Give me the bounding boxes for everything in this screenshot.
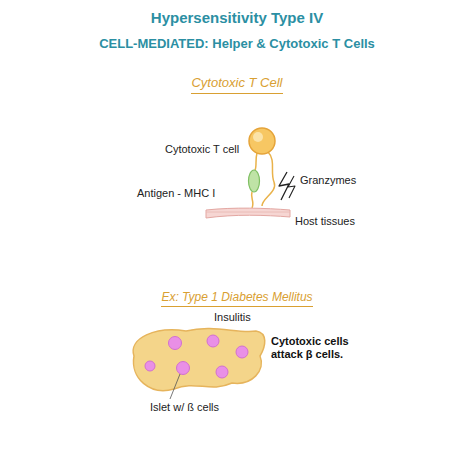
part-label: Cytotoxic T cell: [165, 143, 239, 156]
t-cell-receptor: [249, 170, 260, 192]
part-label: Granzymes: [300, 174, 356, 187]
tcr-strand: [262, 152, 275, 206]
tissue-line: [206, 212, 290, 213]
leader-line: [170, 374, 180, 399]
section-heading: Ex: Type 1 Diabetes Mellitus: [161, 290, 312, 307]
cell-stalk: [255, 153, 257, 170]
host-tissue-band: [206, 208, 290, 218]
title: Hypersensitivity Type IV: [151, 9, 323, 27]
subtitle: CELL-MEDIATED: Helper & Cytotoxic T Cell…: [99, 36, 375, 52]
cell-highlight: [253, 132, 263, 142]
part-label: Host tissues: [295, 215, 355, 228]
section-heading: Cytotoxic T Cell: [191, 75, 282, 94]
mhc-stalk: [252, 192, 253, 208]
cytotoxic-t-cell: [249, 128, 275, 154]
part-label: Insulitis: [214, 311, 251, 324]
part-label: Islet w/ ß cells: [150, 401, 219, 414]
granzyme-bolt: [279, 172, 289, 200]
islets: [145, 335, 248, 378]
granzyme-bolt: [288, 176, 295, 198]
pancreas: [133, 328, 265, 390]
note: Cytotoxic cells attack β cells.: [271, 335, 363, 361]
part-label: Antigen - MHC I: [137, 187, 215, 200]
